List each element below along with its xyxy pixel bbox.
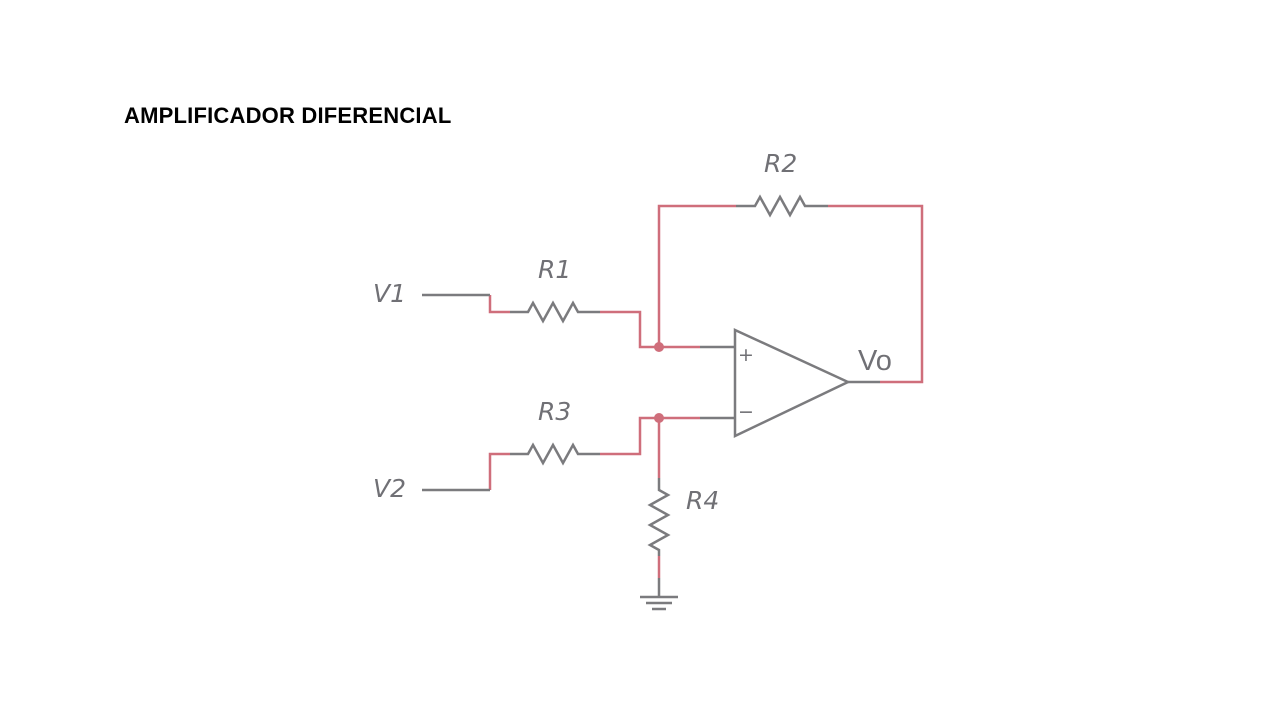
wire-v1-to-r1 xyxy=(488,295,510,314)
wire-r2-to-output xyxy=(828,204,924,384)
junction-nodes xyxy=(654,342,664,423)
label-v2: V2 xyxy=(373,474,406,503)
components xyxy=(422,194,880,611)
opamp-minus-sign: − xyxy=(738,401,754,423)
wire-r3-to-node-minus xyxy=(600,416,700,456)
label-r1: R1 xyxy=(538,255,571,284)
resistor-r3 xyxy=(510,442,600,466)
wire-r1-to-node-plus xyxy=(600,310,700,349)
opamp-triangle xyxy=(733,328,851,438)
label-v1: V1 xyxy=(373,279,406,308)
slide-title: AMPLIFICADOR DIFERENCIAL xyxy=(124,103,452,128)
labels: V1 V2 R1 R2 R3 R4 Vo + − xyxy=(373,149,892,515)
label-r3: R3 xyxy=(538,397,571,426)
label-r4: R4 xyxy=(686,486,719,515)
junction-node-minus xyxy=(654,413,664,423)
resistor-r4 xyxy=(647,478,671,556)
junction-node-plus xyxy=(654,342,664,352)
wire-v2-to-r3 xyxy=(488,452,510,490)
label-r2: R2 xyxy=(764,149,797,178)
resistor-r1 xyxy=(510,300,600,324)
label-vo: Vo xyxy=(858,345,892,377)
wires xyxy=(488,204,924,578)
resistor-r2 xyxy=(736,194,828,218)
wire-feedback xyxy=(657,204,736,347)
opamp-plus-sign: + xyxy=(738,344,754,366)
